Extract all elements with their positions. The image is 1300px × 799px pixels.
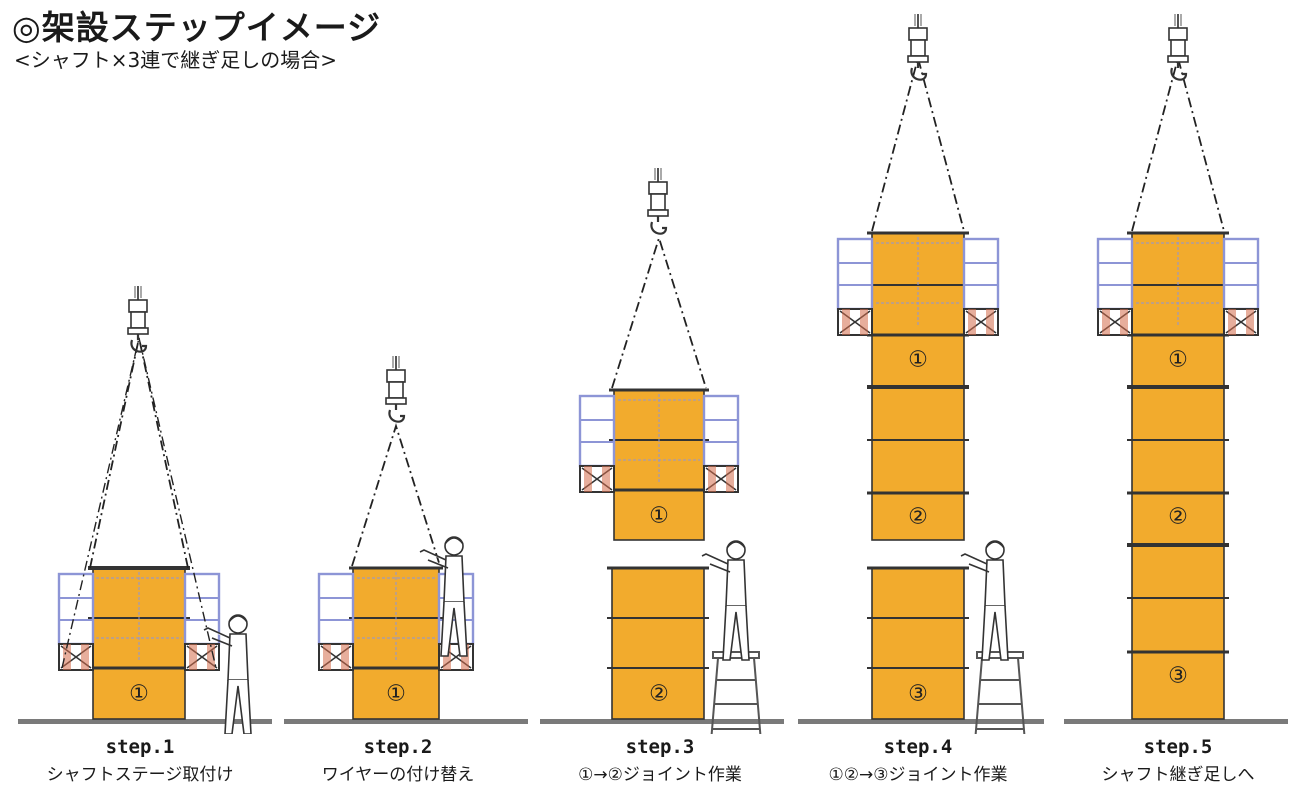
step-5: step.5 シャフト継ぎ足しへ	[1058, 734, 1298, 790]
step-label: step.2	[363, 736, 433, 758]
step-3-illustration: ① ②	[540, 166, 784, 734]
segment-marker: ①	[1168, 348, 1188, 373]
step-labels: step.1 シャフトステージ取付け step.2 ワイヤーの付け替え step…	[0, 734, 1300, 799]
step-caption: ①②→③ジョイント作業	[828, 765, 1008, 785]
step-label: step.3	[625, 736, 695, 758]
page-title: ◎架設ステップイメージ	[12, 8, 382, 47]
ground	[1064, 719, 1288, 724]
ground	[540, 719, 784, 724]
segment-marker: ②	[908, 505, 928, 530]
step-caption: シャフトステージ取付け	[46, 765, 234, 785]
segment-marker: ③	[908, 682, 928, 707]
step-label: step.4	[883, 736, 953, 758]
shaft-segment	[871, 567, 965, 720]
segment-marker: ③	[1168, 664, 1188, 689]
step-4-illustration: ① ② ③	[798, 12, 1044, 734]
ground	[18, 719, 272, 724]
erection-steps-diagram: ① ① ①	[18, 12, 1288, 734]
segment-marker: ①	[386, 682, 406, 707]
segment-marker: ②	[1168, 505, 1188, 530]
segment-marker: ②	[649, 682, 669, 707]
segment-marker: ①	[129, 682, 149, 707]
page-subtitle: <シャフト×3連で継ぎ足しの場合>	[14, 48, 337, 72]
step-label: step.5	[1143, 736, 1213, 758]
header: ◎架設ステップイメージ <シャフト×3連で継ぎ足しの場合>	[12, 8, 381, 72]
shaft-segment	[1131, 232, 1225, 720]
step-caption: ワイヤーの付け替え	[321, 765, 475, 785]
step-caption: ①→②ジョイント作業	[578, 765, 742, 785]
step-3: step.3 ①→②ジョイント作業	[540, 734, 780, 790]
step-2-illustration: ①	[284, 354, 528, 724]
shaft-segment	[611, 567, 705, 720]
step-caption: シャフト継ぎ足しへ	[1101, 765, 1255, 785]
step-2: step.2 ワイヤーの付け替え	[278, 734, 518, 790]
step-1: step.1 シャフトステージ取付け	[20, 734, 260, 790]
ground	[798, 719, 1044, 724]
step-5-illustration: ① ② ③	[1064, 12, 1288, 724]
segment-marker: ①	[649, 504, 669, 529]
step-4: step.4 ①②→③ジョイント作業	[798, 734, 1038, 790]
step-label: step.1	[105, 736, 175, 758]
segment-marker: ①	[908, 348, 928, 373]
step-1-illustration: ①	[18, 284, 272, 734]
ground	[284, 719, 528, 724]
